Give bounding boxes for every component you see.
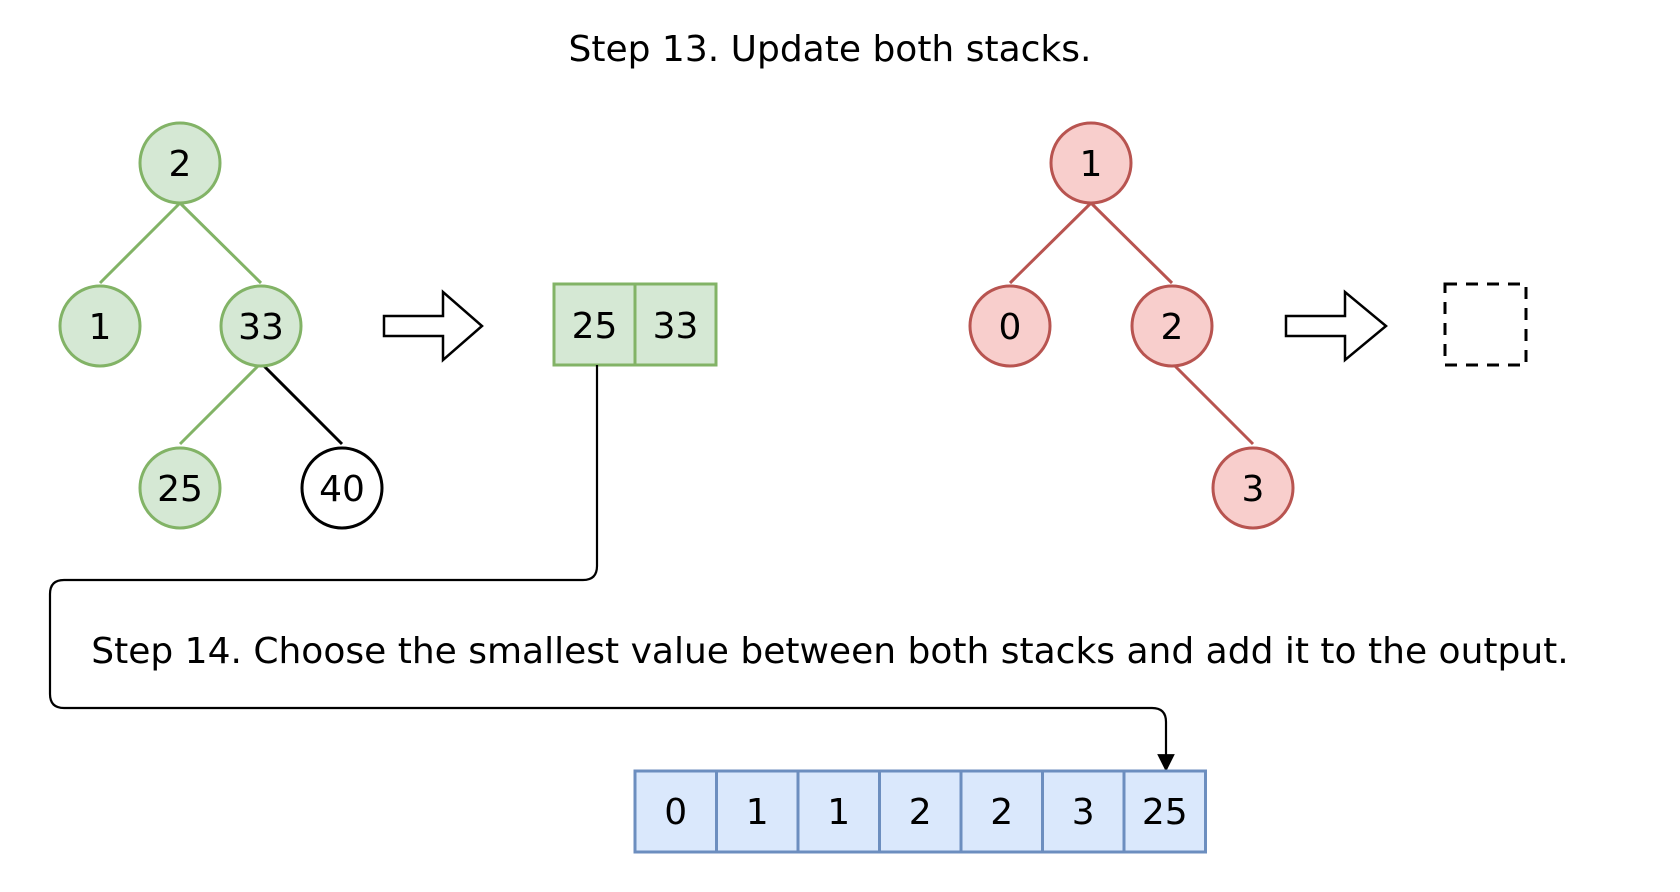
right-arrow-icon xyxy=(1284,289,1388,363)
green-tree-right-node: 33 xyxy=(219,284,303,368)
green-stack-value-1: 33 xyxy=(653,306,699,347)
green-edge-root-right xyxy=(178,201,263,285)
red-tree-right-label: 2 xyxy=(1161,307,1184,348)
red-edge-root-left xyxy=(1008,201,1093,285)
green-tree-right-label: 33 xyxy=(238,307,284,348)
red-tree-right-node: 2 xyxy=(1130,284,1214,368)
output-value: 3 xyxy=(1072,792,1095,833)
green-stack-cell-0 xyxy=(552,282,637,367)
red-edge-right-right xyxy=(1170,361,1255,446)
output-cell xyxy=(1122,769,1207,854)
green-tree-right-left-label: 25 xyxy=(157,469,203,510)
red-tree-left-label: 0 xyxy=(999,307,1022,348)
output-cell xyxy=(959,769,1044,854)
output-cell xyxy=(796,769,881,854)
red-tree-root-label: 1 xyxy=(1080,144,1103,185)
output-value: 25 xyxy=(1142,792,1188,833)
output-value: 2 xyxy=(909,792,932,833)
output-value: 1 xyxy=(827,792,850,833)
output-value: 2 xyxy=(990,792,1013,833)
flow-connector xyxy=(48,365,1175,772)
green-edge-root-left xyxy=(98,201,182,285)
green-tree-root-label: 2 xyxy=(169,144,192,185)
green-edge-right-left xyxy=(178,361,263,446)
output-cell xyxy=(715,769,800,854)
output-value: 0 xyxy=(664,792,687,833)
green-tree-right-right-node: 40 xyxy=(300,446,384,530)
green-tree-root-node: 2 xyxy=(138,121,222,205)
green-tree-right-right-label: 40 xyxy=(319,469,365,510)
red-tree-left-node: 0 xyxy=(968,284,1052,368)
red-tree-right-right-node: 3 xyxy=(1211,446,1295,530)
black-edge-right-right xyxy=(259,361,344,446)
output-array: 0 1 1 2 2 3 25 xyxy=(633,769,1207,854)
empty-red-stack xyxy=(1443,282,1528,367)
output-value: 1 xyxy=(746,792,769,833)
right-arrow-icon xyxy=(382,289,484,363)
green-tree-right-left-node: 25 xyxy=(138,446,222,530)
step-14-title: Step 14. Choose the smallest value betwe… xyxy=(91,631,1568,672)
red-tree-root-node: 1 xyxy=(1049,121,1133,205)
output-cell xyxy=(1041,769,1126,854)
step-13-title: Step 13. Update both stacks. xyxy=(569,29,1092,70)
output-cell xyxy=(633,769,718,854)
green-stack-value-0: 25 xyxy=(572,306,618,347)
green-tree-left-label: 1 xyxy=(89,307,112,348)
red-tree-right-right-label: 3 xyxy=(1242,469,1265,510)
green-stack-cell-1 xyxy=(633,282,718,367)
green-stack: 25 33 xyxy=(552,282,718,367)
green-tree-left-node: 1 xyxy=(58,284,142,368)
red-edge-root-right xyxy=(1089,201,1174,285)
